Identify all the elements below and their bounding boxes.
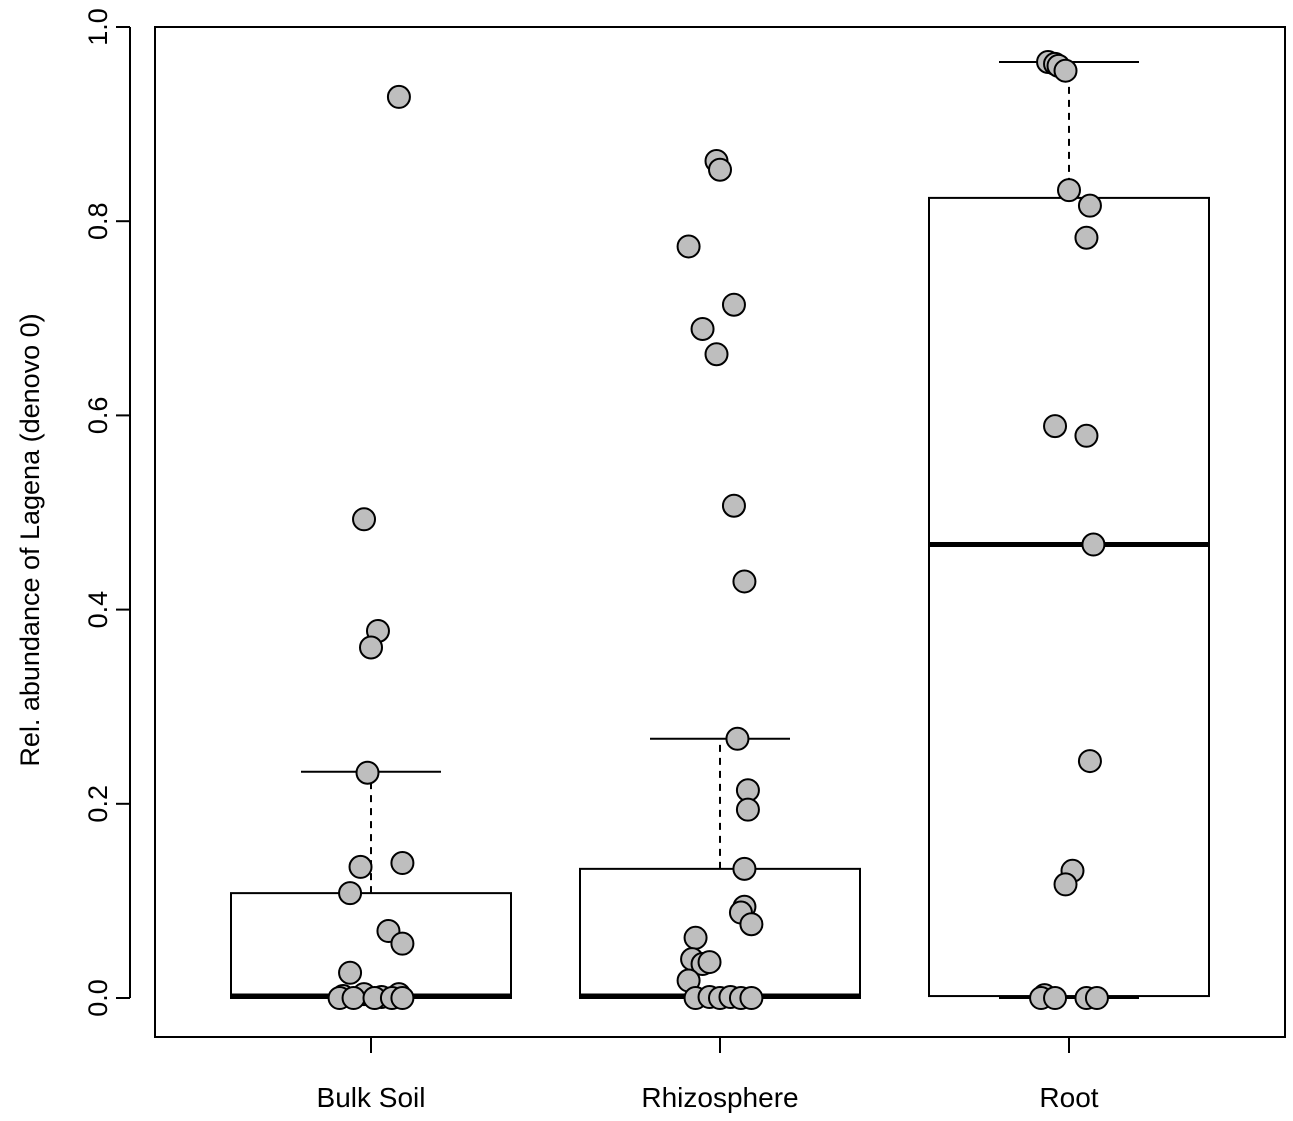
data-point [390,986,415,1010]
box-body [579,867,861,999]
data-point [348,854,373,879]
x-axis: Bulk Soil Rhizosphere Root [317,1037,1099,1113]
y-tick-label: 0.0 [83,979,113,1017]
box-group [928,60,1210,999]
y-tick-label: 0.8 [83,202,113,240]
data-point [725,726,750,751]
data-point [1057,178,1081,203]
data-point [1074,423,1099,448]
data-point [732,856,757,881]
data-point [721,292,746,317]
data-point [338,960,363,985]
data-point [1077,193,1102,218]
box-group [230,770,512,1000]
x-tick-label: Bulk Soil [317,1082,426,1113]
y-tick-label: 0.2 [83,785,113,823]
data-point [1081,532,1106,557]
data-point [1077,749,1102,774]
data-point [735,797,760,822]
data-point [690,316,715,341]
y-tick-label: 0.6 [83,397,113,435]
data-point [708,157,732,182]
y-tick-label: 1.0 [83,8,113,46]
data-point [355,760,380,785]
data-point [683,925,708,950]
box-body [230,892,512,1000]
data-point [352,507,377,532]
data-point [386,84,411,109]
points-layer [327,49,1109,1010]
data-point [1043,414,1068,439]
data-point [704,342,729,367]
data-point [676,234,701,259]
data-point [697,950,722,975]
data-point [1053,872,1078,897]
y-axis-title: Rel. abundance of Lagena (denovo 0) [15,313,45,766]
data-point [338,881,363,906]
data-point [739,986,764,1010]
data-point [732,569,757,594]
x-tick-label: Rhizosphere [641,1082,798,1113]
data-point [1053,58,1078,83]
data-point [1084,986,1109,1010]
data-point [390,851,415,876]
y-tick-label: 0.4 [83,591,113,629]
data-point [721,493,746,518]
data-point [739,912,764,937]
data-point [359,635,383,660]
data-point [1074,225,1099,250]
data-point [390,931,415,956]
y-axis: 0.0 0.2 0.4 0.6 0.8 1.0 [83,8,131,1017]
data-point [341,986,366,1010]
data-point [1043,986,1068,1010]
x-tick-label: Root [1039,1082,1098,1113]
boxes-layer [230,60,1210,1000]
